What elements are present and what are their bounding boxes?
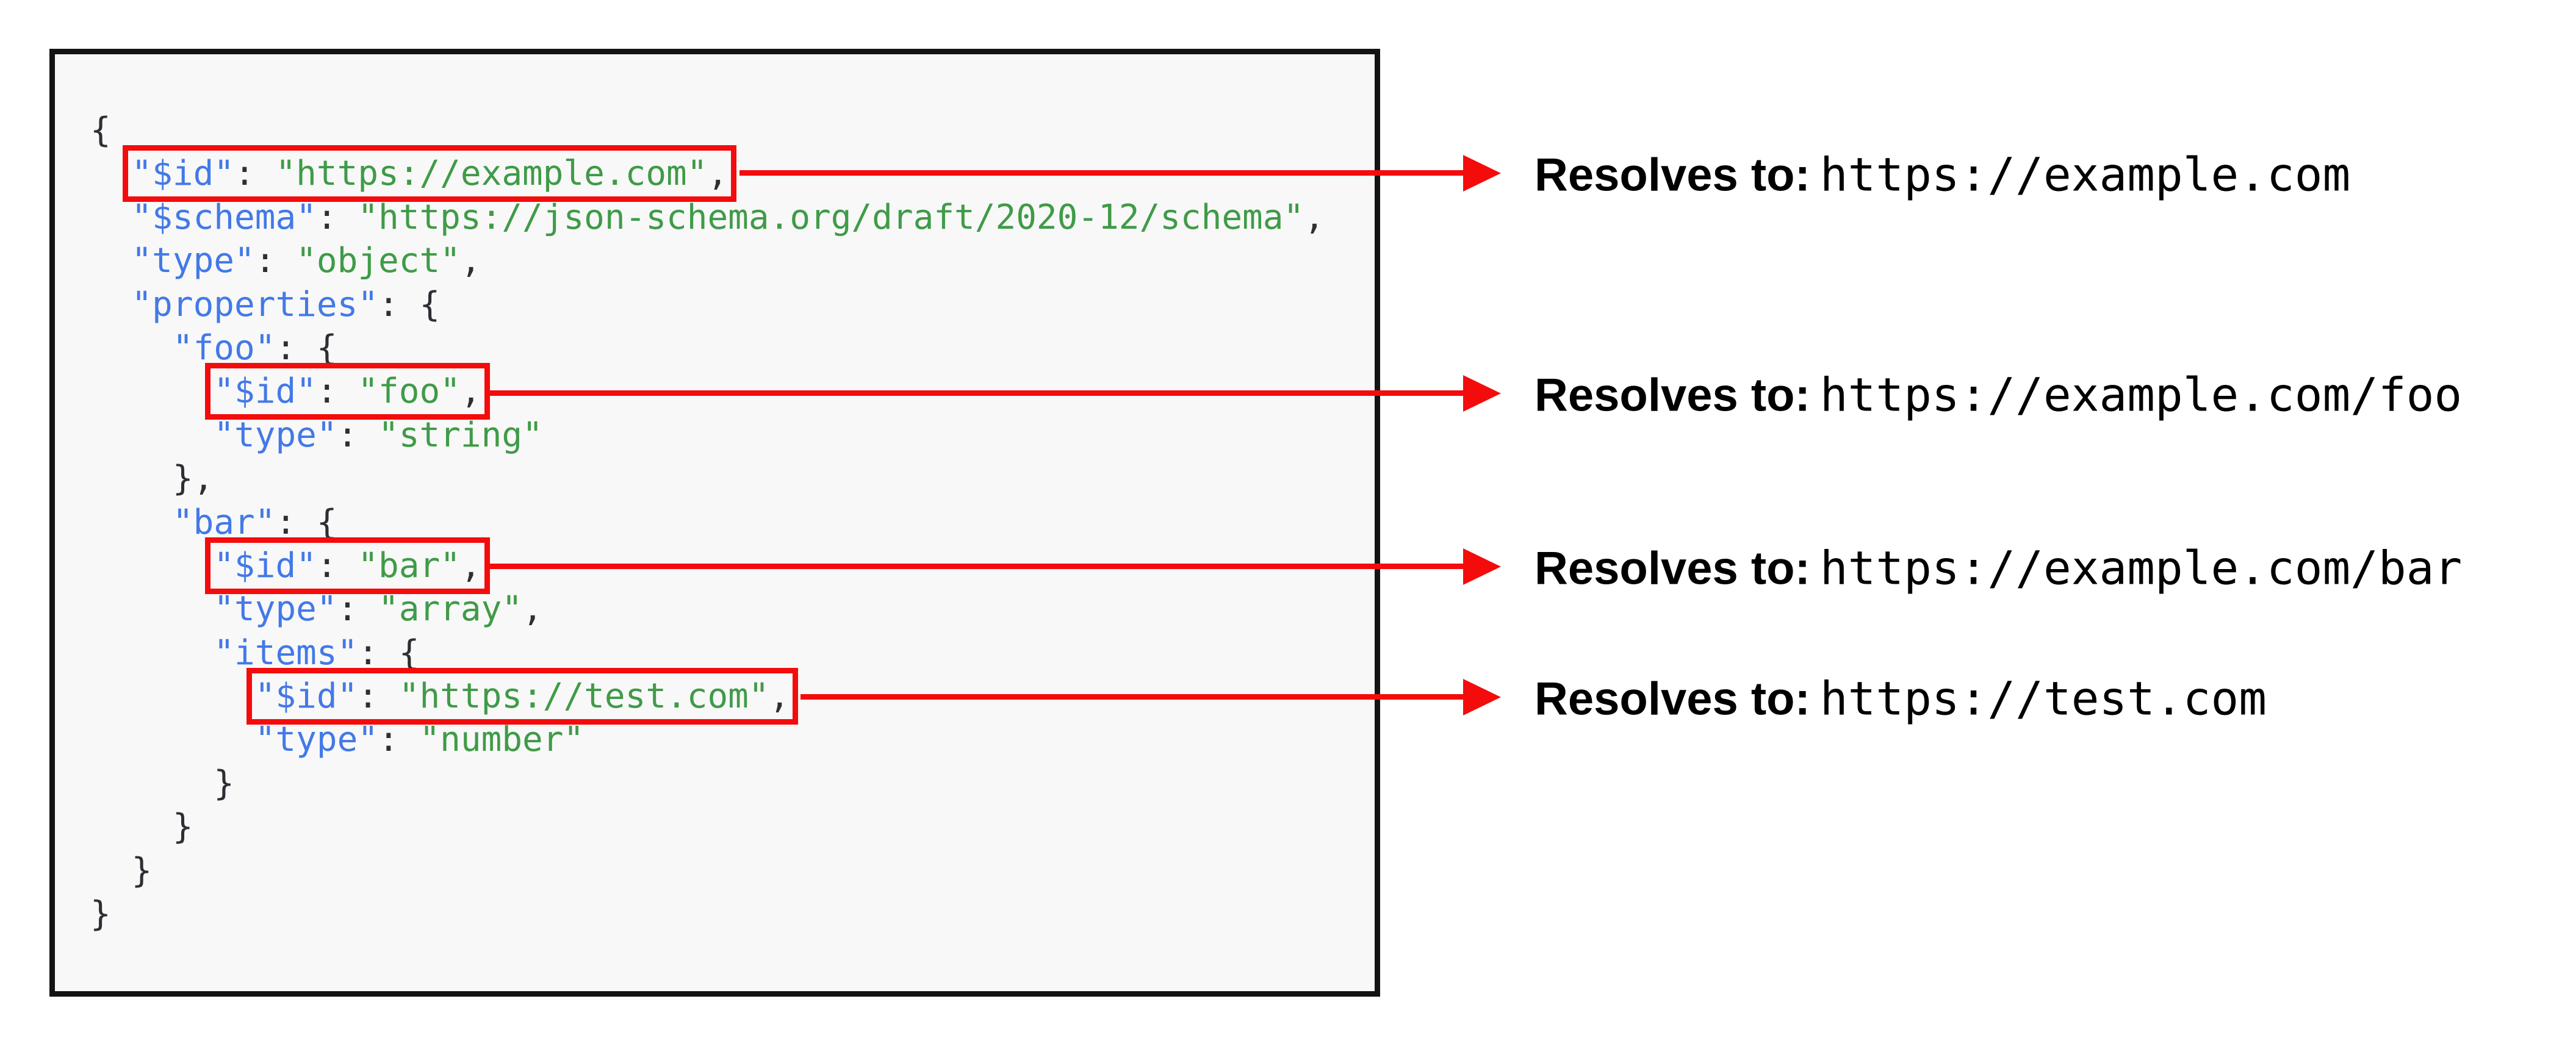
json-key: "properties" xyxy=(131,284,379,324)
json-punctuation: , xyxy=(522,589,543,629)
json-key: "items" xyxy=(214,633,358,673)
json-punctuation: : xyxy=(316,371,358,412)
json-string: "https://test.com" xyxy=(398,676,769,717)
json-punctuation: , xyxy=(1304,197,1325,237)
json-punctuation: , xyxy=(460,371,481,412)
code-line: "$id": "https://test.com", xyxy=(90,668,1325,725)
resolve-arrow-foo-id xyxy=(489,390,1463,396)
json-punctuation: : xyxy=(316,197,358,237)
json-key: "$id" xyxy=(214,371,317,412)
code-line: "type": "number" xyxy=(90,718,1325,761)
json-punctuation: { xyxy=(90,110,111,150)
code-line: "bar": { xyxy=(90,501,1325,544)
resolves-to-label: Resolves to: xyxy=(1534,149,1810,201)
json-string: "https://json-schema.org/draft/2020-12/s… xyxy=(358,197,1304,237)
resolved-url: https://test.com xyxy=(1819,671,2267,726)
json-punctuation: } xyxy=(214,763,235,803)
resolved-url: https://example.com xyxy=(1819,147,2351,202)
json-string: "object" xyxy=(296,241,461,281)
resolved-url: https://example.com/bar xyxy=(1819,540,2463,595)
code-panel xyxy=(49,49,1380,997)
json-key: "$id" xyxy=(131,154,235,194)
resolve-arrow-items-id xyxy=(801,694,1463,700)
annotation-bar-id: Resolves to:https://example.com/bar xyxy=(1534,541,2462,595)
json-punctuation: } xyxy=(90,894,111,934)
json-punctuation: : xyxy=(378,720,420,760)
json-punctuation: : xyxy=(254,241,297,281)
json-key: "bar" xyxy=(172,502,276,542)
code-line: "$id": "https://example.com", xyxy=(90,145,1325,203)
code-line: } xyxy=(90,892,1325,936)
highlight-box: "$id": "bar", xyxy=(205,537,490,594)
json-key: "type" xyxy=(214,589,337,629)
resolves-to-label: Resolves to: xyxy=(1534,542,1810,595)
json-key: "$id" xyxy=(214,545,317,586)
code-line: }, xyxy=(90,457,1325,500)
resolves-to-label: Resolves to: xyxy=(1534,369,1810,421)
code-line: "$schema": "https://json-schema.org/draf… xyxy=(90,196,1325,239)
json-key: "type" xyxy=(214,415,337,455)
json-punctuation: : xyxy=(337,415,379,455)
code-line: } xyxy=(90,762,1325,805)
code-line: } xyxy=(90,849,1325,892)
highlight-box: "$id": "foo", xyxy=(205,363,490,420)
highlight-box: "$id": "https://test.com", xyxy=(246,668,799,725)
json-key: "type" xyxy=(131,241,255,281)
json-punctuation: : xyxy=(234,154,276,194)
json-key: "$id" xyxy=(254,676,358,717)
resolves-to-label: Resolves to: xyxy=(1534,673,1810,725)
code-line: } xyxy=(90,805,1325,848)
json-string: "https://example.com" xyxy=(275,154,708,194)
json-schema-code-block: { "$id": "https://example.com", "$schema… xyxy=(90,109,1325,936)
json-punctuation: , xyxy=(460,241,481,281)
json-key: "type" xyxy=(254,720,379,760)
json-punctuation: : { xyxy=(378,284,441,324)
json-string: "bar" xyxy=(358,545,461,586)
resolve-arrow-root-id xyxy=(739,170,1463,176)
json-punctuation: , xyxy=(769,676,790,717)
json-string: "number" xyxy=(419,720,585,760)
json-punctuation: } xyxy=(131,850,153,891)
json-punctuation: : { xyxy=(358,633,420,673)
code-line: { xyxy=(90,109,1325,152)
json-punctuation: : xyxy=(337,589,379,629)
annotation-root-id: Resolves to:https://example.com xyxy=(1534,148,2350,202)
json-punctuation: : { xyxy=(275,328,337,368)
json-punctuation: , xyxy=(707,154,729,194)
json-string: "foo" xyxy=(358,371,461,412)
json-punctuation: : { xyxy=(275,502,337,542)
json-key: "$schema" xyxy=(131,197,317,237)
code-line: "properties": { xyxy=(90,283,1325,326)
code-line: "items": { xyxy=(90,631,1325,675)
code-line: "$id": "foo", xyxy=(90,363,1325,420)
code-line: "type": "object", xyxy=(90,239,1325,282)
json-string: "array" xyxy=(378,589,523,629)
json-key: "foo" xyxy=(172,328,276,368)
code-line: "type": "string" xyxy=(90,414,1325,457)
code-line: "foo": { xyxy=(90,326,1325,370)
json-punctuation: , xyxy=(460,545,481,586)
highlight-box: "$id": "https://example.com", xyxy=(123,145,737,203)
resolve-arrow-bar-id xyxy=(489,564,1463,569)
json-punctuation: : xyxy=(316,545,358,586)
json-punctuation: }, xyxy=(172,459,214,499)
json-punctuation: : xyxy=(358,676,399,717)
annotation-foo-id: Resolves to:https://example.com/foo xyxy=(1534,368,2462,422)
annotation-items-id: Resolves to:https://test.com xyxy=(1534,672,2267,726)
code-line: "type": "array", xyxy=(90,587,1325,631)
json-string: "string" xyxy=(378,415,543,455)
json-punctuation: } xyxy=(172,807,193,847)
resolved-url: https://example.com/foo xyxy=(1819,367,2463,422)
code-line: "$id": "bar", xyxy=(90,537,1325,594)
